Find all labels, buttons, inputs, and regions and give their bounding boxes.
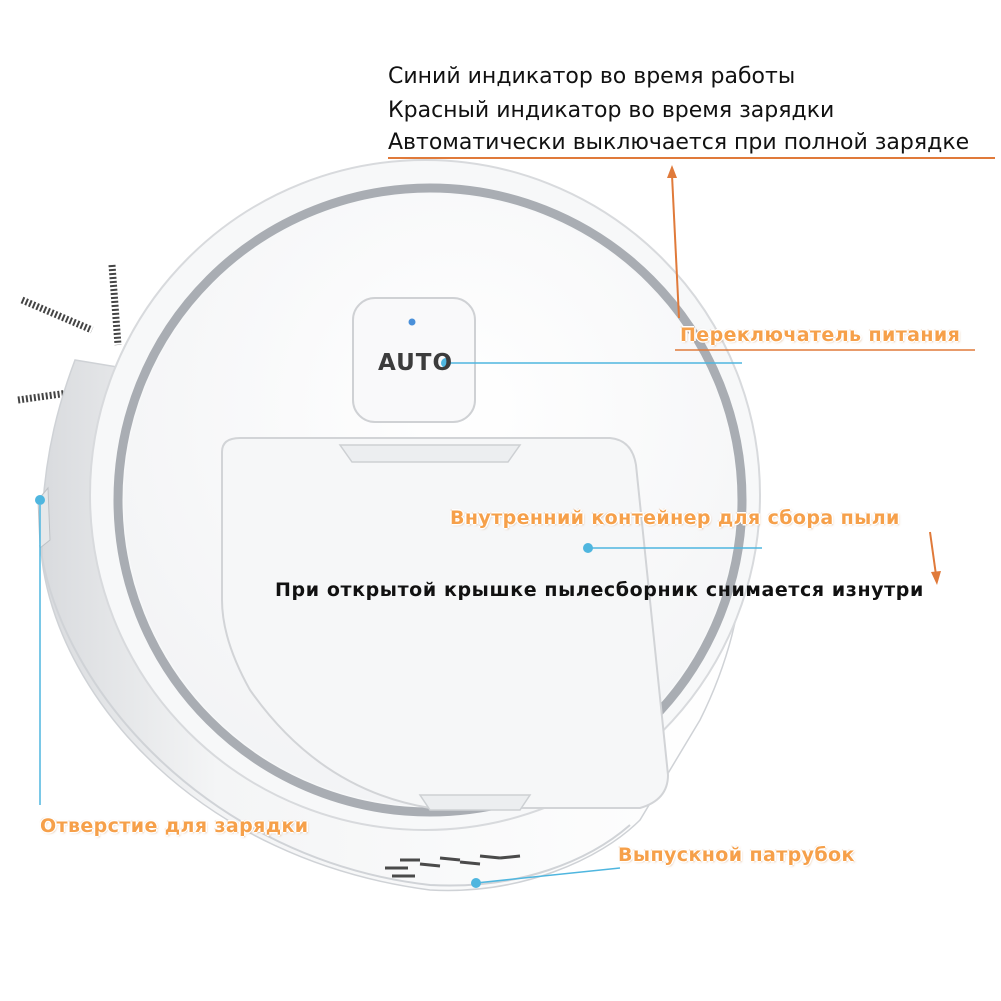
info-line-charging-indicator: Красный индикатор во время зарядки <box>388 98 835 123</box>
side-brush-left <box>17 264 122 404</box>
exhaust-vents <box>385 854 521 878</box>
callout-charging-port: Отверстие для зарядки <box>40 815 309 837</box>
dust-bin-lid[interactable] <box>221 437 670 811</box>
exhaust-leader <box>471 867 621 888</box>
status-indicator-light <box>408 318 416 326</box>
callout-power-switch: Переключатель питания <box>680 324 961 346</box>
info-line-auto-off: Автоматически выключается при полной зар… <box>388 130 970 155</box>
note-dust-bin-removal: При открытой крышке пылесборник снимаетс… <box>275 579 924 601</box>
callout-exhaust: Выпускной патрубок <box>618 844 855 866</box>
charging-port-leader <box>35 495 45 805</box>
dust-container-leader <box>583 543 762 553</box>
power-switch-arrow <box>667 165 680 319</box>
info-line-working-indicator: Синий индикатор во время работы <box>388 64 796 89</box>
auto-button-label: AUTO <box>378 350 454 376</box>
power-switch-leader <box>441 358 742 368</box>
dust-note-arrow <box>929 531 941 585</box>
auto-button[interactable] <box>352 297 476 423</box>
callout-dust-container: Внутренний контейнер для сбора пыли <box>450 507 900 529</box>
